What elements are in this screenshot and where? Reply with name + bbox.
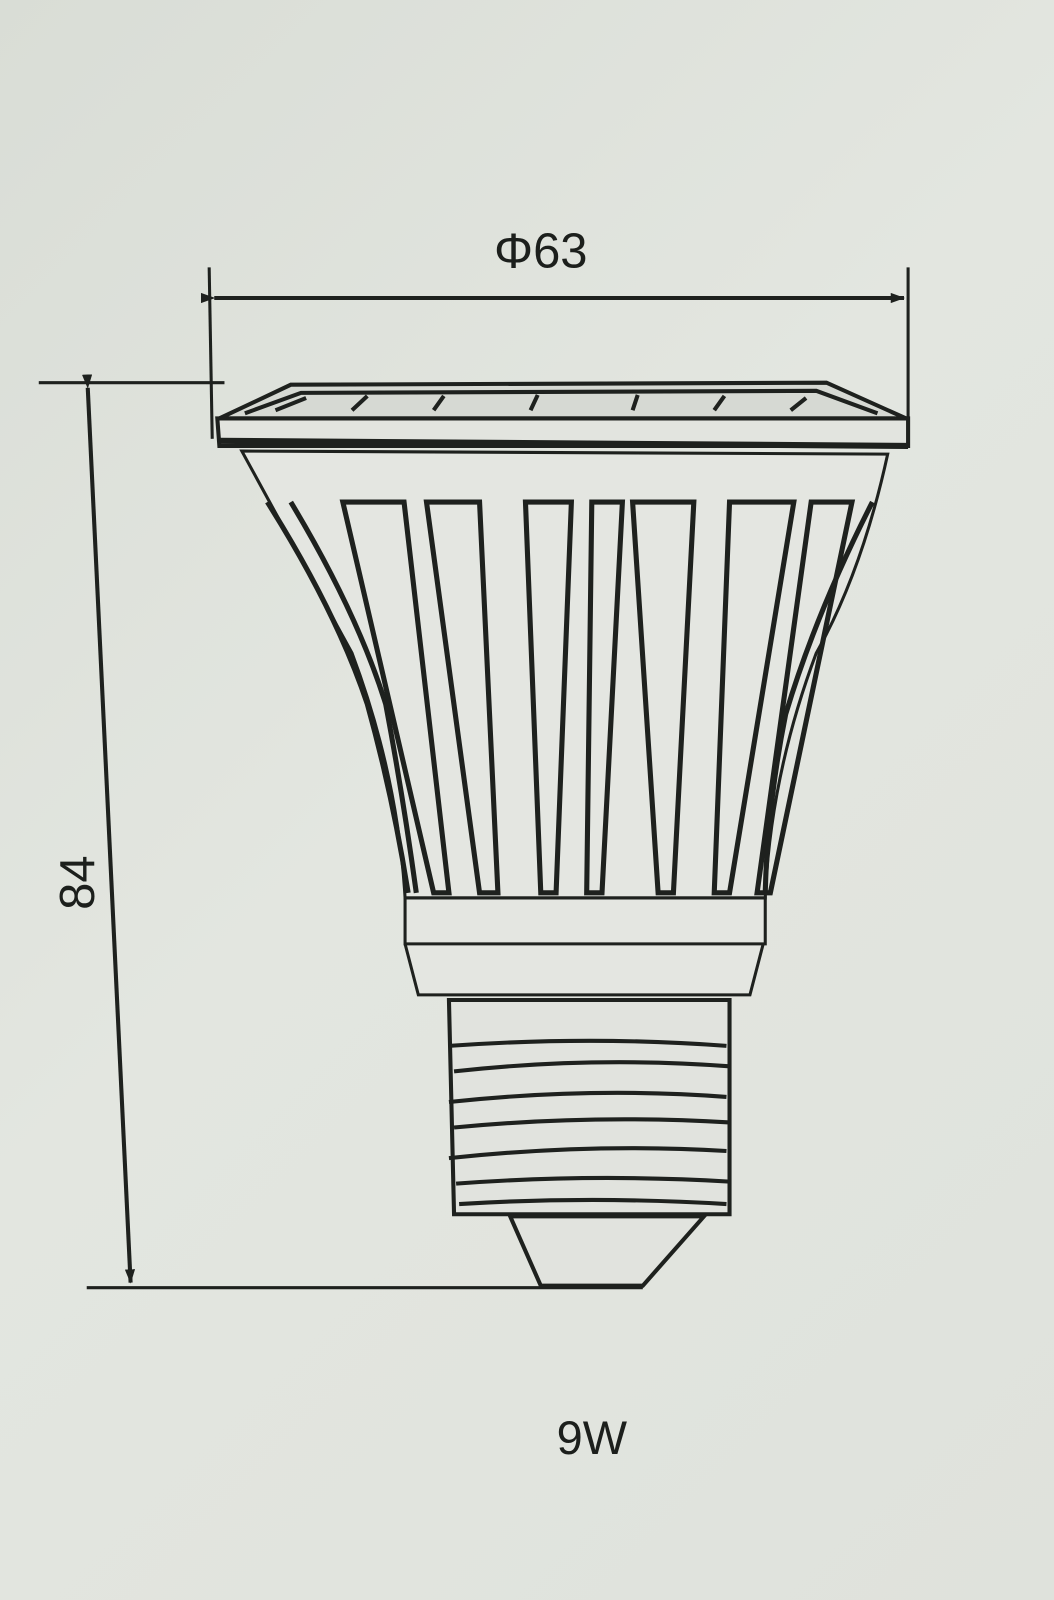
diameter-label: Φ63 xyxy=(494,224,588,278)
height-label: 84 xyxy=(51,855,105,909)
screw-base xyxy=(446,997,732,1288)
extension-line-left xyxy=(207,267,214,439)
lens-rim xyxy=(215,380,911,450)
collar xyxy=(403,896,767,997)
height-dimension-line xyxy=(82,374,136,1284)
power-label: 9W xyxy=(557,1412,628,1464)
heatsink-fins xyxy=(265,499,875,896)
